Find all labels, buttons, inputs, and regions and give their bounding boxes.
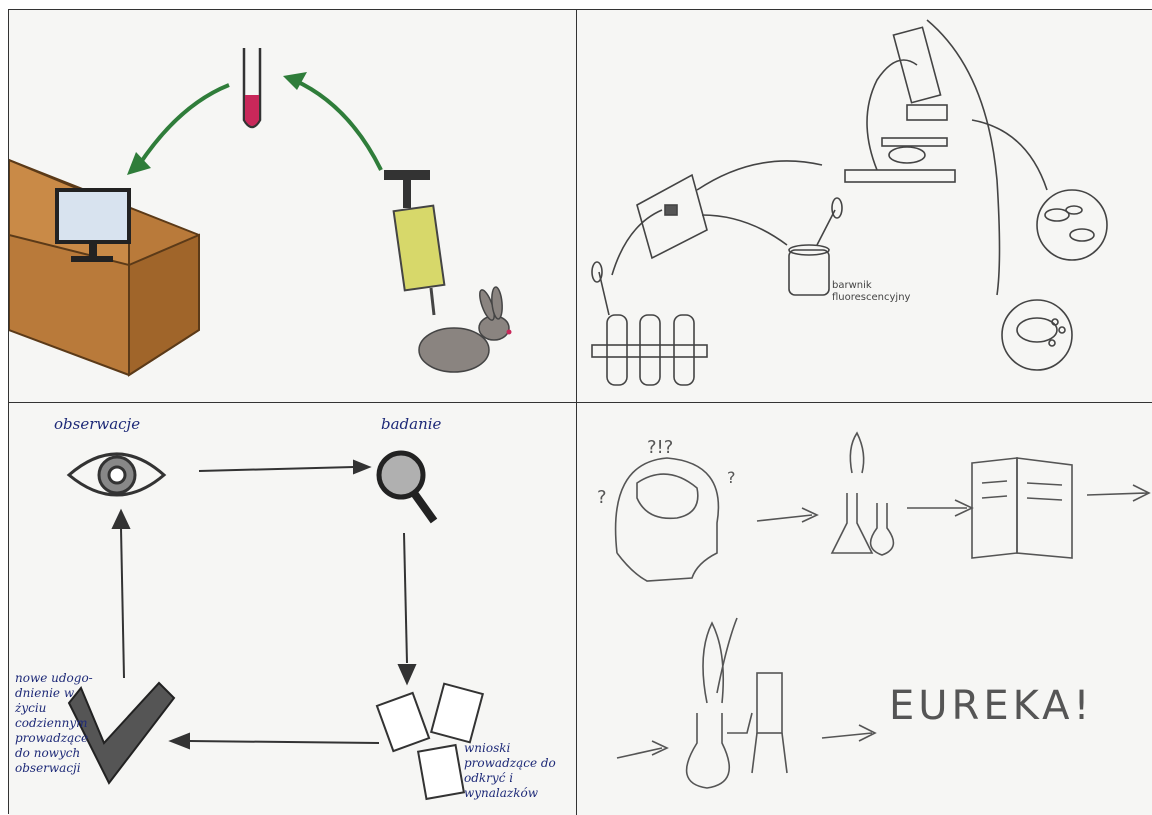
svg-text:?!?: ?!? (647, 437, 673, 458)
arrow-3 (1087, 485, 1149, 501)
conclusions-line-4: wynalazków (464, 786, 569, 801)
improvement-line-3: życiu (15, 701, 125, 716)
panel2-sketch (577, 10, 1152, 402)
notebook-icon (972, 458, 1072, 558)
eureka-text: EUREKA! (889, 683, 1094, 729)
svg-text:?: ? (597, 487, 607, 508)
panel-eureka: ?!? ? ? (577, 403, 1152, 815)
arrow-5 (822, 725, 875, 741)
panel-research-cycle: obserwacje badanie nowe udogo- dnienie w… (9, 403, 577, 815)
arrow-to-cells-bottom (927, 20, 1000, 295)
panel4-sketch: ?!? ? ? (577, 403, 1152, 815)
dye-label-line2: fluorescencyjny (832, 292, 910, 304)
observation-label: obserwacje (54, 415, 140, 433)
test-tube-icon (244, 48, 260, 127)
dye-label: barwnik fluorescencyjny (832, 280, 910, 304)
panel-lab-animal-cycle (9, 10, 577, 403)
arrow-rack-to-slide (612, 210, 662, 275)
arrow-1 (757, 508, 817, 522)
improvement-line-2: dnienie w (15, 686, 125, 701)
arrow-observe-to-research (199, 467, 354, 471)
drawing-grid: barwnik fluorescencyjny (8, 9, 1152, 814)
conclusions-label: wnioski prowadzące do odkryć i wynalazkó… (464, 741, 569, 801)
arrow-head-top (283, 72, 307, 90)
improvement-line-5: prowadzące (15, 731, 125, 746)
cell-view-icon (1002, 190, 1107, 370)
panel1-sketch (9, 10, 576, 402)
arrow-slide-to-microscope (697, 161, 822, 190)
microscope-slide-icon (637, 175, 707, 258)
improvement-line-1: nowe udogo- (15, 671, 125, 686)
arrow-4 (617, 741, 667, 758)
improvement-line-6: do nowych (15, 746, 125, 761)
thinking-head-icon: ?!? ? ? (597, 437, 736, 581)
arrow-research-to-conclusions (404, 533, 407, 663)
arrow-improvement-to-observe (121, 528, 124, 678)
conclusions-line-2: prowadzące do (464, 756, 569, 771)
syringe-icon (384, 170, 444, 315)
arrow-to-cells-top (972, 120, 1047, 190)
distillation-icon (687, 618, 787, 788)
improvement-line-4: codziennym (15, 716, 125, 731)
arrow-2 (907, 500, 972, 516)
improvement-line-7: obserwacji (15, 761, 125, 776)
test-tube-rack-icon (592, 262, 707, 385)
flasks-icon (832, 433, 893, 555)
svg-text:?: ? (727, 468, 736, 487)
arrow-jar-to-slide (702, 215, 787, 245)
magnifying-glass-icon (379, 453, 434, 521)
panel-microscope: barwnik fluorescencyjny (577, 10, 1152, 403)
eye-icon (69, 454, 164, 495)
research-label: badanie (381, 415, 441, 433)
conclusions-line-1: wnioski (464, 741, 569, 756)
dye-label-line1: barwnik (832, 280, 910, 292)
conclusions-line-3: odkryć i (464, 771, 569, 786)
arrow-conclusions-to-improvement (189, 741, 379, 743)
improvement-label: nowe udogo- dnienie w życiu codziennym p… (15, 671, 125, 776)
microscope-icon (845, 27, 955, 182)
